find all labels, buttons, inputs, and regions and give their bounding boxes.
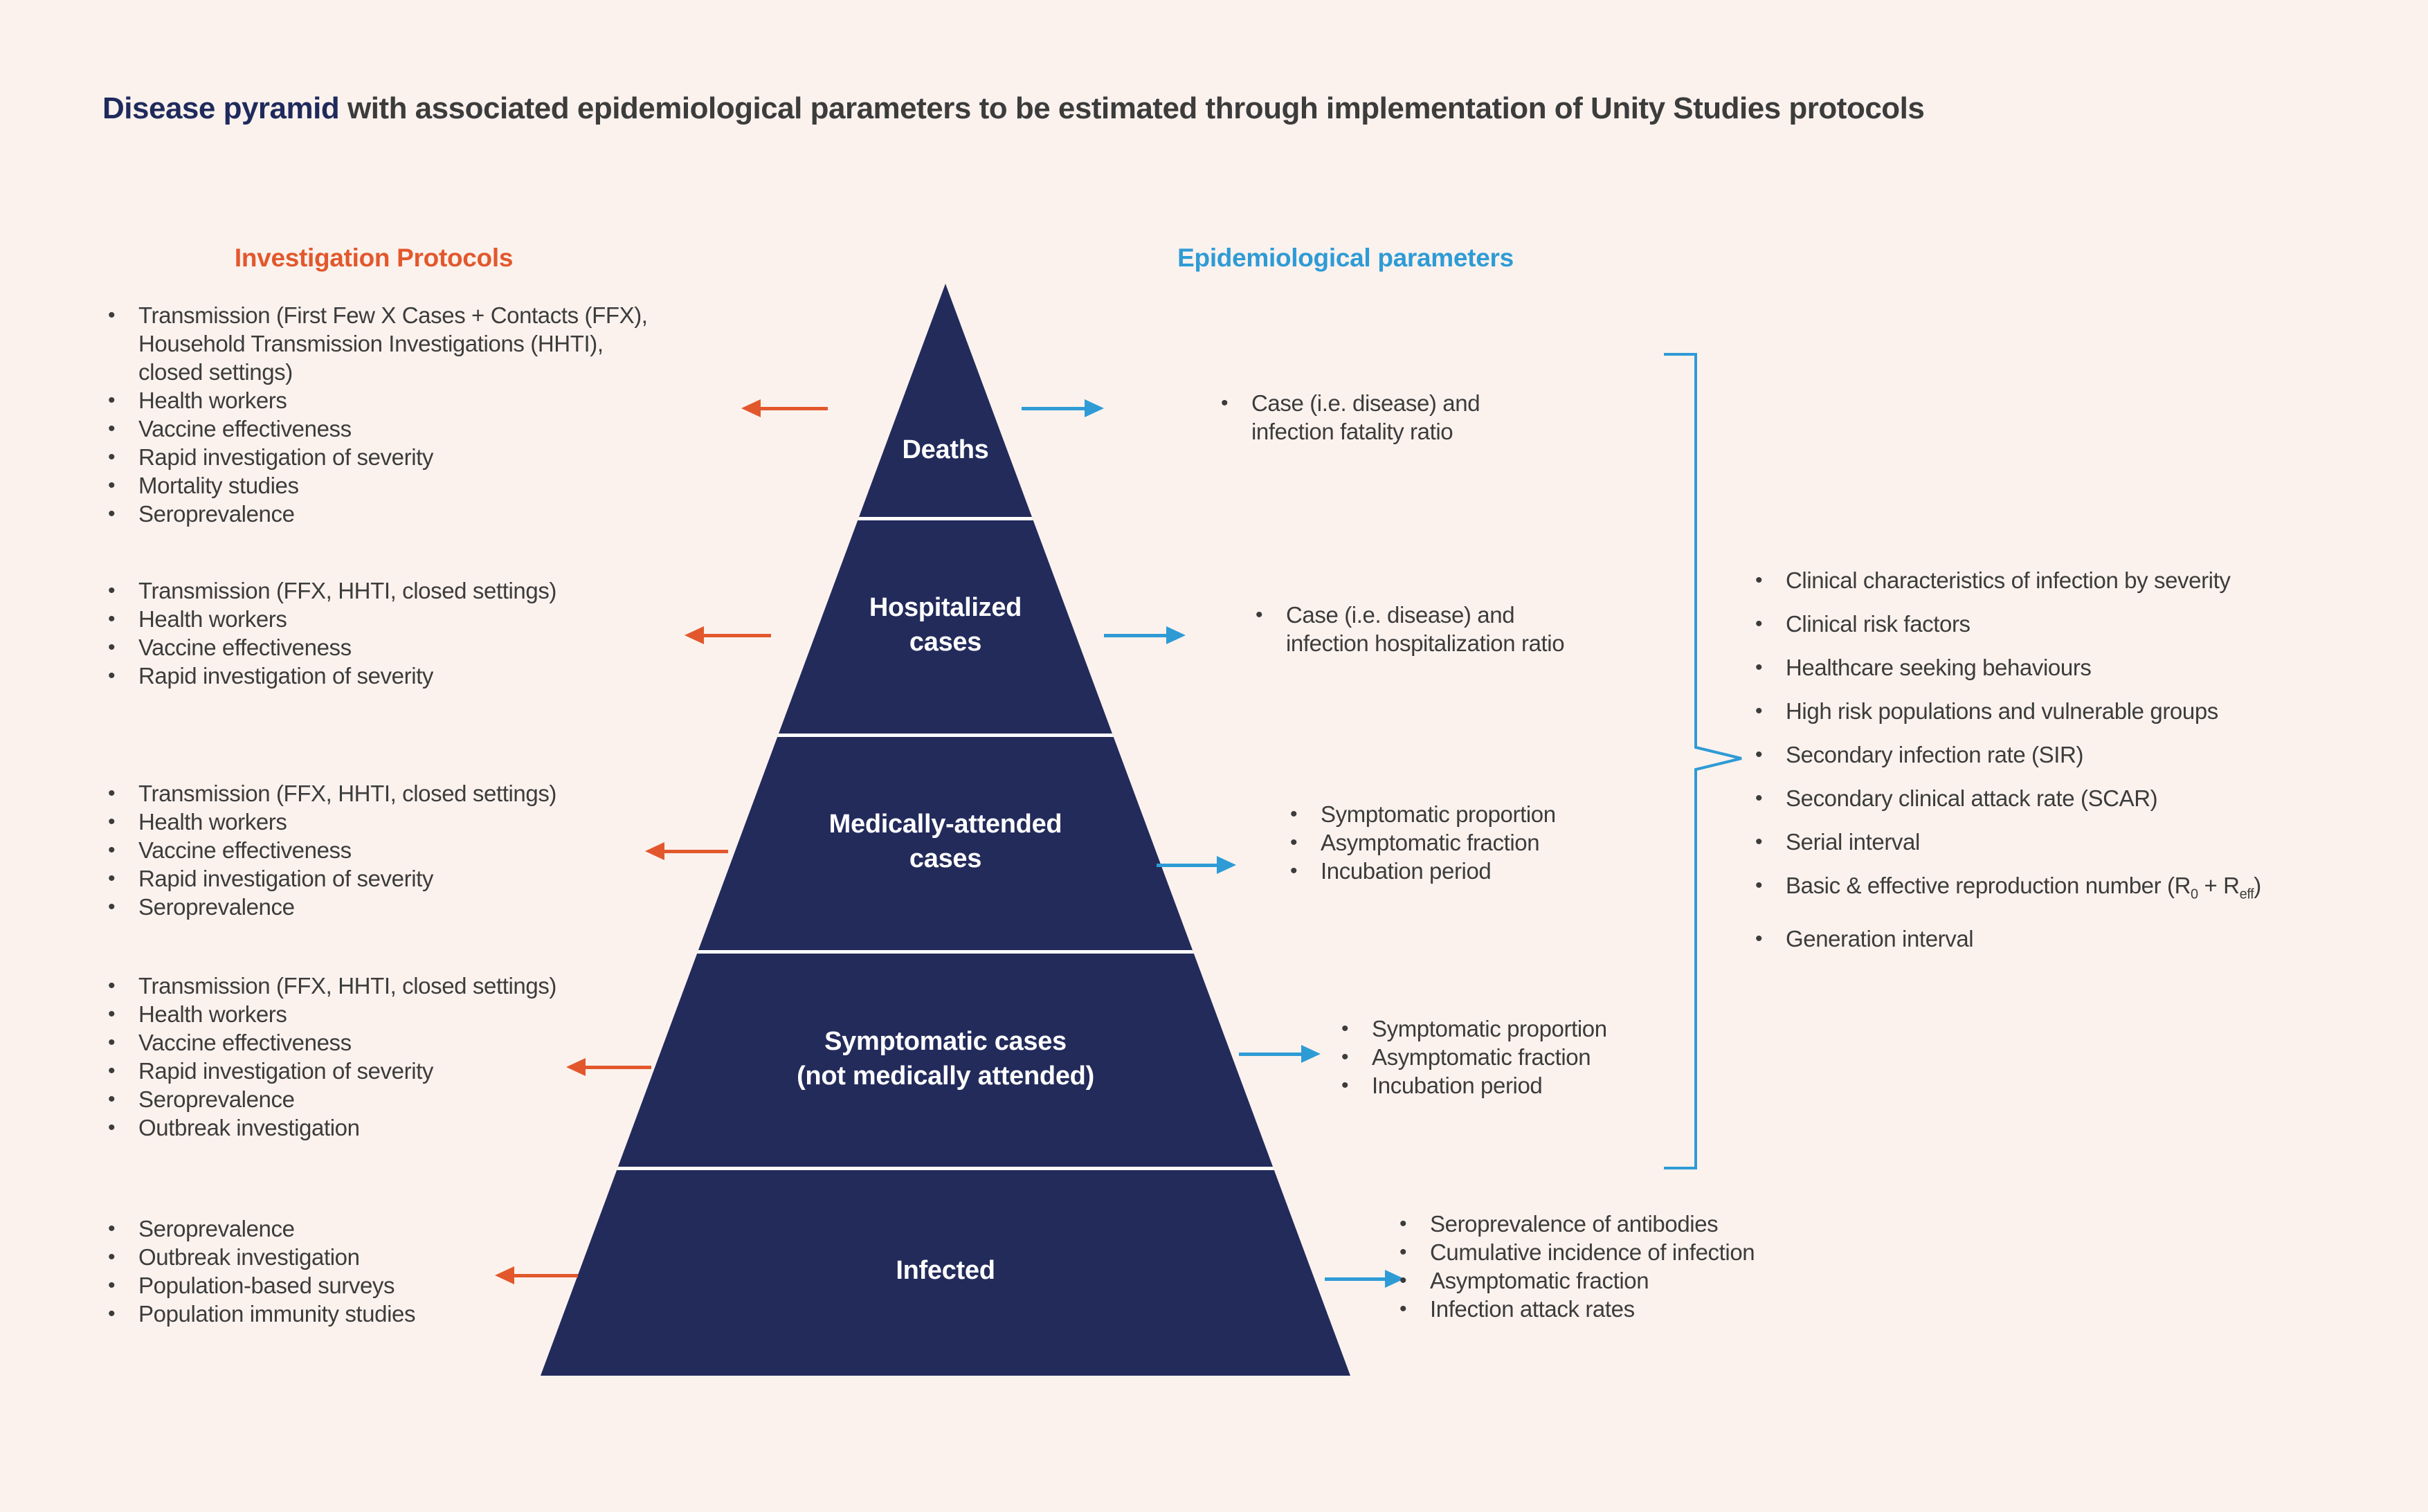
list-item: Symptomatic proportion	[1337, 1014, 1711, 1043]
list-item: Clinical characteristics of infection by…	[1751, 566, 2409, 594]
list-item: Population-based surveys	[104, 1271, 727, 1300]
pyramid-divider-4	[541, 1167, 1350, 1170]
list-item: Generation interval	[1751, 924, 2409, 953]
blue-arrow-symptomatic	[1239, 1045, 1321, 1063]
list-item: Incubation period	[1286, 857, 1660, 885]
protocol-list-hospitalized: Transmission (FFX, HHTI, closed settings…	[104, 576, 727, 690]
list-item: Health workers	[104, 605, 727, 633]
list-item: Population immunity studies	[104, 1300, 727, 1328]
protocol-list-deaths: Transmission (First Few X Cases + Contac…	[104, 301, 727, 528]
list-item: Rapid investigation of severity	[104, 443, 727, 471]
list-item: Seroprevalence	[104, 500, 727, 528]
list-item: Secondary infection rate (SIR)	[1751, 740, 2409, 769]
parameter-list-symptomatic: Symptomatic proportion Asymptomatic frac…	[1337, 1014, 1711, 1100]
list-item: Transmission (FFX, HHTI, closed settings…	[104, 972, 727, 1000]
list-item: Asymptomatic fraction	[1337, 1043, 1711, 1071]
investigation-protocols-header: Investigation Protocols	[234, 244, 514, 272]
pyramid-divider-1	[541, 517, 1350, 520]
list-item: Case (i.e. disease) and infection fatali…	[1217, 389, 1549, 446]
list-item: Secondary clinical attack rate (SCAR)	[1751, 784, 2409, 812]
list-item: Rapid investigation of severity	[104, 662, 727, 690]
bracket-shape	[1664, 353, 1742, 1169]
title-highlight: Disease pyramid	[102, 91, 340, 125]
pyramid-divider-2	[541, 734, 1350, 737]
blue-arrow-infected	[1325, 1270, 1404, 1288]
parameter-list-deaths: Case (i.e. disease) and infection fatali…	[1217, 389, 1549, 446]
blue-arrow-medically-attended	[1157, 856, 1236, 874]
list-item: Symptomatic proportion	[1286, 800, 1660, 828]
protocol-list-medically-attended: Transmission (FFX, HHTI, closed settings…	[104, 779, 727, 921]
list-item: Rapid investigation of severity	[104, 1057, 727, 1085]
list-item: Vaccine effectiveness	[104, 1028, 727, 1057]
list-item: Infection attack rates	[1395, 1295, 1852, 1323]
blue-arrow-deaths	[1022, 399, 1104, 417]
list-item: Rapid investigation of severity	[104, 864, 727, 893]
shared-parameters-list: Clinical characteristics of infection by…	[1751, 566, 2409, 968]
list-item: Health workers	[104, 808, 727, 836]
pyramid-level-hospitalized: Hospitalized cases	[869, 593, 1022, 657]
list-item: Transmission (FFX, HHTI, closed settings…	[104, 576, 727, 605]
epidemiological-parameters-header: Epidemiological parameters	[1177, 244, 1514, 272]
blue-arrow-hospitalized	[1104, 626, 1186, 644]
list-item: Health workers	[104, 386, 727, 415]
list-item: Healthcare seeking behaviours	[1751, 653, 2409, 682]
parameter-list-hospitalized: Case (i.e. disease) and infection hospit…	[1251, 601, 1653, 657]
list-item: High risk populations and vulnerable gro…	[1751, 697, 2409, 725]
list-item: Transmission (FFX, HHTI, closed settings…	[104, 779, 727, 808]
list-item: Vaccine effectiveness	[104, 415, 727, 443]
list-item: Seroprevalence of antibodies	[1395, 1210, 1852, 1238]
parameter-list-infected: Seroprevalence of antibodies Cumulative …	[1395, 1210, 1852, 1323]
pyramid-level-symptomatic: Symptomatic cases (not medically attende…	[797, 1027, 1094, 1091]
list-item: Vaccine effectiveness	[104, 836, 727, 864]
list-item: Seroprevalence	[104, 893, 727, 921]
pyramid-level-medically-attended: Medically-attended cases	[828, 810, 1062, 873]
list-item: Asymptomatic fraction	[1395, 1266, 1852, 1295]
list-item: Serial interval	[1751, 828, 2409, 856]
list-item: Outbreak investigation	[104, 1243, 727, 1271]
pyramid-level-infected: Infected	[896, 1256, 995, 1285]
orange-arrow-deaths	[741, 399, 828, 417]
list-item: Health workers	[104, 1000, 727, 1028]
page-title: Disease pyramid with associated epidemio…	[102, 91, 1925, 126]
list-item: Incubation period	[1337, 1071, 1711, 1100]
list-item: Vaccine effectiveness	[104, 633, 727, 662]
pyramid-level-deaths: Deaths	[902, 435, 989, 464]
list-item: Seroprevalence	[104, 1214, 727, 1243]
list-item: Transmission (First Few X Cases + Contac…	[104, 301, 727, 386]
pyramid-divider-3	[541, 950, 1350, 954]
list-item: Case (i.e. disease) and infection hospit…	[1251, 601, 1653, 657]
list-item: Asymptomatic fraction	[1286, 828, 1660, 857]
list-item-reproduction-number: Basic & effective reproduction number (R…	[1751, 871, 2409, 909]
list-item: Cumulative incidence of infection	[1395, 1238, 1852, 1266]
list-item: Outbreak investigation	[104, 1113, 727, 1142]
title-rest: with associated epidemiological paramete…	[339, 91, 1925, 125]
list-item: Mortality studies	[104, 471, 727, 500]
protocol-list-symptomatic: Transmission (FFX, HHTI, closed settings…	[104, 972, 727, 1142]
list-item: Seroprevalence	[104, 1085, 727, 1113]
parameter-list-medically-attended: Symptomatic proportion Asymptomatic frac…	[1286, 800, 1660, 885]
list-item: Clinical risk factors	[1751, 610, 2409, 638]
protocol-list-infected: Seroprevalence Outbreak investigation Po…	[104, 1214, 727, 1328]
